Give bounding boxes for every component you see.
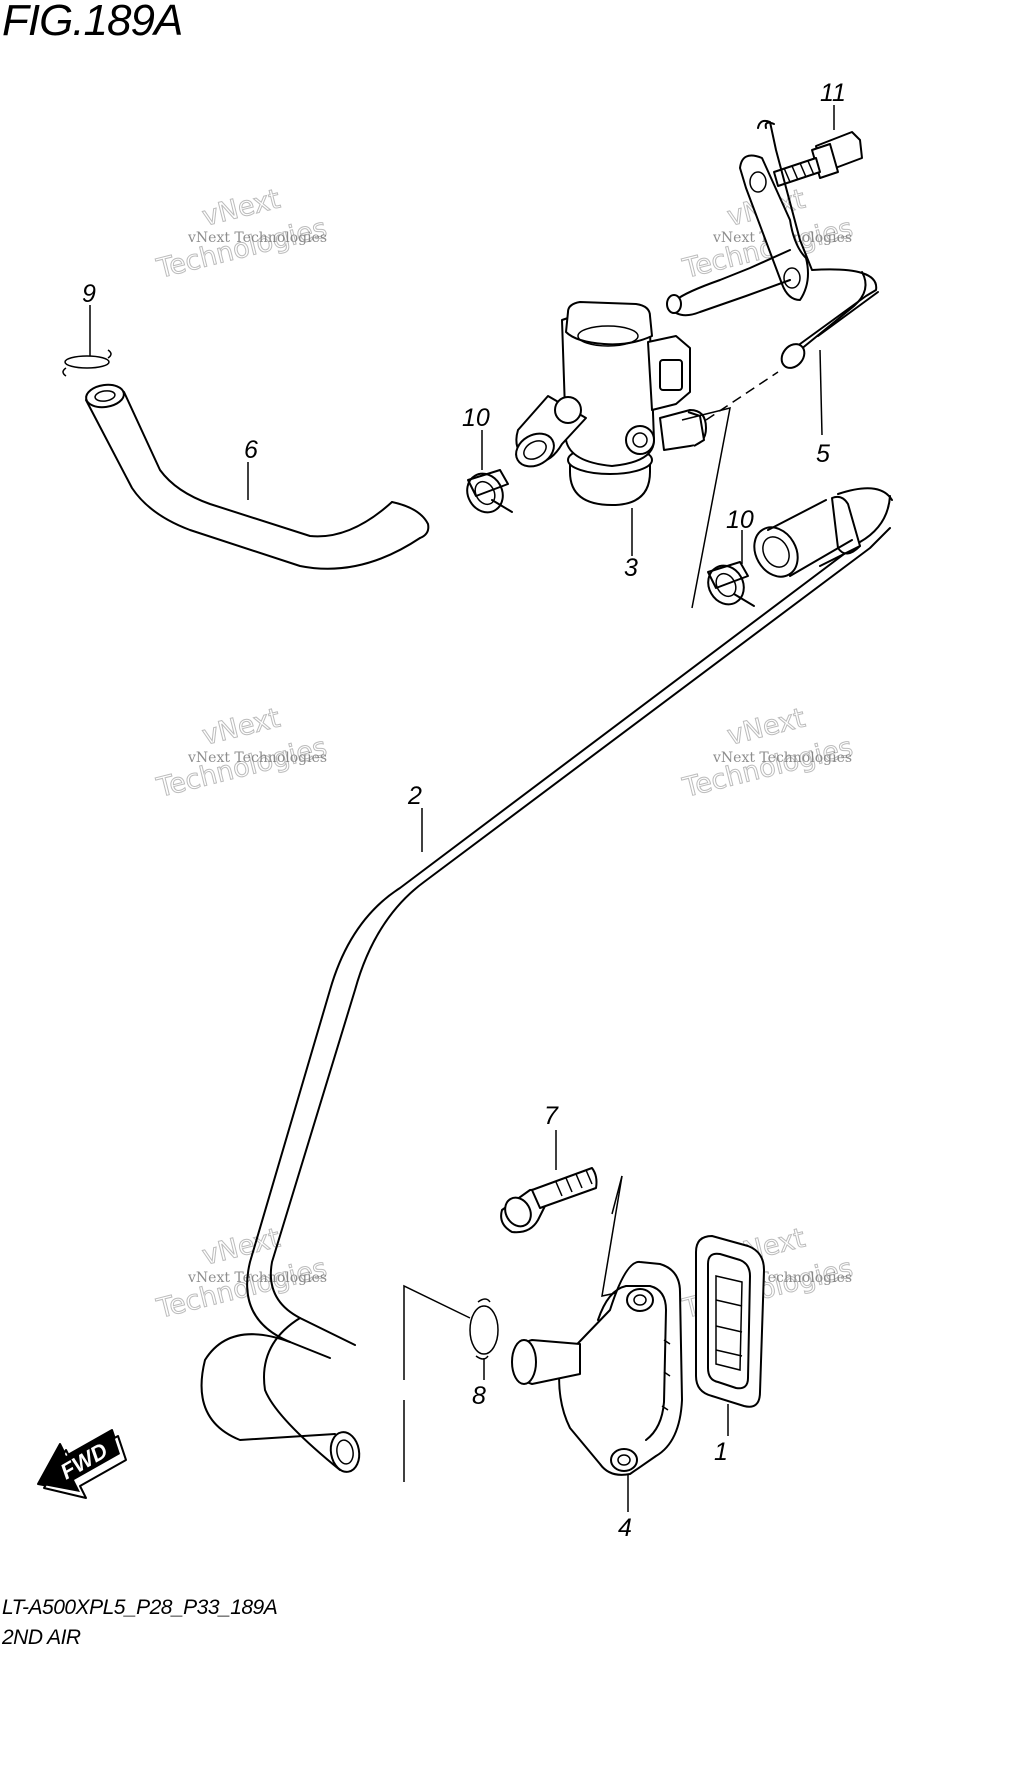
watermark-mid-left: vNext Technologies vNext Technologies	[153, 702, 331, 804]
callout-5: 5	[816, 440, 830, 468]
callout-6: 6	[244, 436, 258, 464]
callout-10-right: 10	[726, 506, 754, 534]
part-4-reed-valve-cover	[511, 1261, 683, 1512]
part-11-bolt	[773, 105, 863, 187]
part-10-clamp-right	[707, 530, 755, 607]
callout-4: 4	[618, 1514, 632, 1542]
svg-text:vNext Technologies: vNext Technologies	[712, 750, 852, 766]
figure-title: FIG.189A	[2, 0, 183, 45]
model-code-caption: LT-A500XPL5_P28_P33_189A	[2, 1596, 278, 1619]
watermark-bottom-left: vNext Technologies vNext Technologies	[153, 1222, 331, 1325]
part-8-clip	[469, 1298, 499, 1380]
callout-10-left: 10	[462, 404, 490, 432]
fwd-direction-badge: FWD	[37, 1429, 127, 1499]
part-3-air-valve	[515, 301, 707, 556]
section-name-caption: 2ND AIR	[2, 1626, 81, 1649]
part-1-gasket	[695, 1235, 765, 1436]
watermark-top-left: vNext Technologies vNext Technologies	[153, 183, 331, 285]
callout-2: 2	[407, 782, 422, 810]
callout-8: 8	[472, 1382, 486, 1410]
svg-text:vNext Technologies: vNext Technologies	[187, 230, 327, 246]
part-10-clamp-left	[466, 430, 513, 514]
callout-9: 9	[82, 280, 96, 308]
callout-1: 1	[714, 1438, 728, 1466]
part-2-long-hose	[200, 487, 893, 1473]
callout-11: 11	[820, 79, 846, 107]
part-5-pipe	[666, 119, 879, 436]
svg-text:vNext Technologies: vNext Technologies	[187, 1270, 327, 1286]
svg-text:Technologies: Technologies	[153, 1253, 330, 1325]
callout-labels: 11 9 10 6 5 10 3 2 7 8 1 4	[82, 79, 846, 1542]
watermark-mid-right: vNext Technologies vNext Technologies	[679, 702, 857, 804]
part-7-bolt	[500, 1130, 598, 1234]
callout-3: 3	[624, 554, 638, 582]
callout-7: 7	[544, 1102, 559, 1130]
svg-text:vNext Technologies: vNext Technologies	[187, 750, 327, 766]
part-9-clip	[62, 305, 112, 377]
part-6-hose	[85, 383, 430, 570]
